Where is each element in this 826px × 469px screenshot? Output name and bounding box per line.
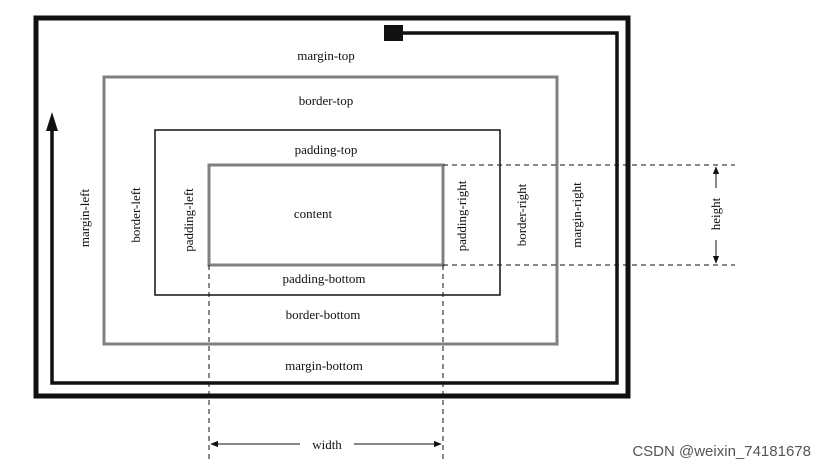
margin-arrow-head [46, 112, 58, 131]
margin-bottom-label: margin-bottom [285, 358, 363, 373]
padding-box [154, 129, 501, 296]
width-label: width [312, 437, 342, 452]
border-right-label: border-right [514, 183, 529, 246]
border-box [102, 75, 559, 346]
margin-top-label: margin-top [297, 48, 355, 63]
padding-right-label: padding-right [454, 180, 469, 251]
watermark-text: CSDN @weixin_74181678 [632, 443, 811, 460]
padding-top-label: padding-top [295, 142, 358, 157]
border-left-label: border-left [128, 187, 143, 243]
content-box [207, 163, 445, 267]
margin-outer-box [33, 15, 631, 399]
content-label: content [294, 206, 333, 221]
margin-start-marker [384, 25, 403, 41]
margin-left-label: margin-left [77, 188, 92, 247]
margin-right-label: margin-right [569, 182, 584, 248]
padding-left-label: padding-left [181, 188, 196, 252]
height-label: height [708, 197, 723, 230]
margin-flow-path [50, 31, 619, 385]
border-top-label: border-top [299, 93, 354, 108]
border-bottom-label: border-bottom [286, 307, 361, 322]
padding-bottom-label: padding-bottom [282, 271, 365, 286]
